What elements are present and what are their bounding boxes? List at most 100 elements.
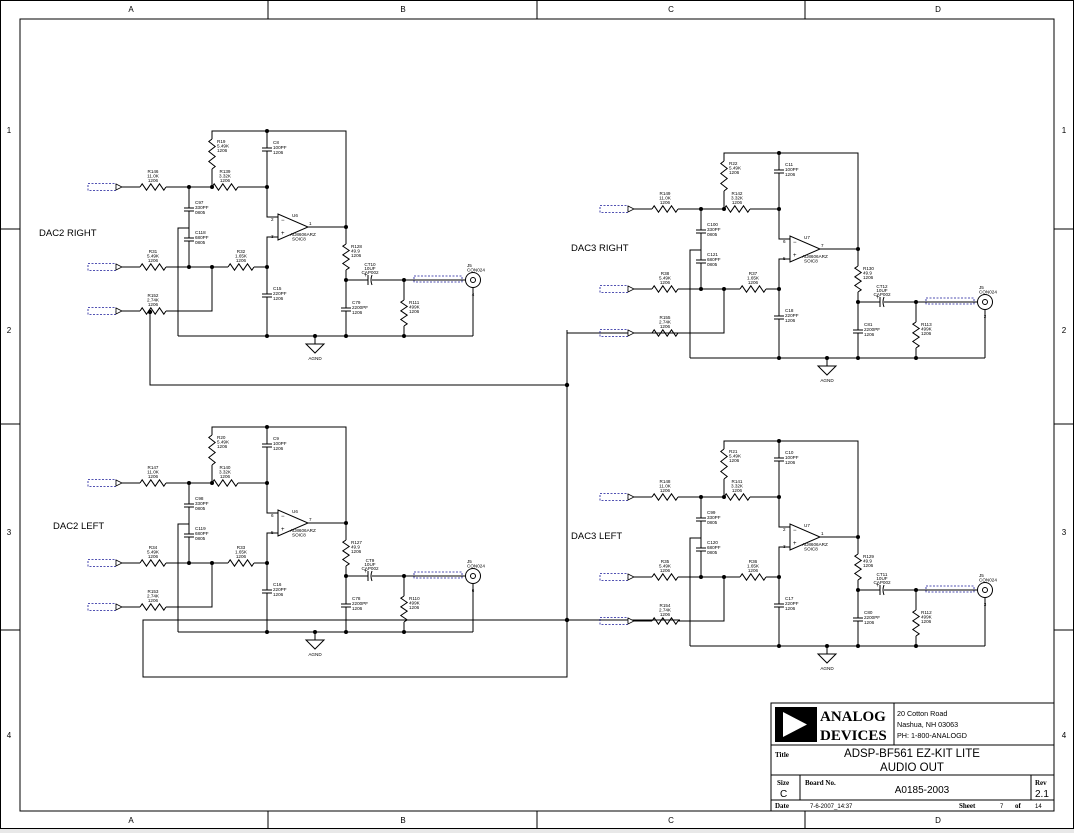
resistor-out-ref: R129: [863, 554, 874, 559]
audio-jack-part: CON024: [467, 564, 485, 569]
input-port-1: [599, 205, 629, 213]
capacitor-mid-1-package: 0805: [195, 506, 206, 511]
zone-col-c-top: C: [668, 5, 674, 14]
capacitor-output-ref: CT10: [364, 262, 376, 267]
resistor-feedback-package: 1206: [732, 200, 743, 205]
capacitor-load-ref: C78: [352, 596, 361, 601]
capacitor-mid-1-value: 330PF: [707, 227, 721, 232]
capacitor-mid-1-ref: C97: [195, 200, 204, 205]
capacitor-top-value: 100PF: [273, 145, 287, 150]
resistor-top-value: 5.49K: [217, 144, 230, 149]
opamp-plus: +: [793, 541, 797, 547]
resistor-load-package: 1206: [409, 605, 420, 610]
junction-dot: [777, 644, 781, 648]
resistor-top: [719, 160, 729, 192]
capacitor-load-package: 1206: [864, 332, 875, 337]
output-net-label: [413, 571, 463, 579]
capacitor-mid-1-value: 330PF: [195, 205, 209, 210]
junction-dot: [344, 630, 348, 634]
opamp-pin-pos: 3: [271, 234, 274, 239]
resistor-top-value: 5.49K: [217, 440, 230, 445]
junction-dot: [265, 425, 269, 429]
title-label: Title: [775, 751, 789, 759]
capacitor-mid-1-ref: C98: [195, 496, 204, 501]
opamp-minus: −: [793, 240, 797, 246]
resistor-feedback-value: 3.32K: [219, 174, 232, 179]
input-port-2-arrow-icon: [627, 573, 635, 581]
wire: [689, 521, 702, 646]
capacitor-mid-1-package: 0805: [707, 520, 718, 525]
resistor-feedback-value: 3.32K: [731, 196, 744, 201]
zone-row-3-right: 3: [1062, 528, 1067, 537]
capacitor-top-ref: C11: [785, 162, 794, 167]
opamp-pin-out: 7: [309, 517, 312, 522]
capacitor-output-package: CAP002: [361, 566, 379, 571]
title-line-1: ADSP-BF561 EZ-KIT LITE: [844, 748, 980, 760]
audio-jack-ref: J5: [979, 573, 984, 578]
resistor-top-package: 1206: [217, 444, 228, 449]
capacitor-output-plate-right: [370, 274, 373, 286]
junction-dot: [699, 495, 703, 499]
circuit-dac3-right: R14911.0K1206R1423.32K1206R225.49K1206C1…: [599, 151, 997, 383]
capacitor-ground-ref: C16: [273, 582, 282, 587]
wire: [166, 267, 213, 312]
opamp-ref: U7: [804, 235, 810, 240]
resistor-bias-package: 1206: [660, 612, 671, 617]
resistor-in-ref: R147: [148, 465, 159, 470]
resistor-bias-ref: R154: [660, 603, 671, 608]
resistor-in-package: 1206: [660, 200, 671, 205]
logo-text-devices: DEVICES: [820, 728, 887, 744]
section-dac3-right: DAC3 RIGHT: [571, 243, 629, 254]
resistor-in-2-ref: R34: [149, 545, 158, 550]
zone-row-2-right: 2: [1062, 326, 1067, 335]
resistor-bias-package: 1206: [148, 302, 159, 307]
address-line-3: PH: 1-800-ANALOGD: [897, 731, 967, 740]
junction-bias-left: [564, 617, 570, 623]
resistor-mid-value: 1.65K: [235, 254, 248, 259]
board-label: Board No.: [805, 779, 836, 787]
capacitor-mid-2-package: 0805: [707, 262, 718, 267]
capacitor-mid-2-ref: C121: [707, 252, 718, 257]
capacitor-output-plate-right: [882, 296, 885, 308]
opamp-pin-out: 7: [821, 243, 824, 248]
output-net-label: [413, 275, 463, 283]
resistor-out-value: 49.9: [863, 559, 872, 564]
junction-dot: [187, 185, 191, 189]
resistor-mid: [227, 558, 255, 568]
audio-jack-part: CON024: [979, 290, 997, 295]
bottom-strip: [0, 829, 1074, 833]
resistor-feedback-package: 1206: [220, 474, 231, 479]
opamp-package: SOIC8: [292, 533, 306, 538]
opamp-package: SOIC8: [804, 547, 818, 552]
capacitor-mid-2-package: 0805: [195, 240, 206, 245]
resistor-out-ref: R128: [351, 244, 362, 249]
bias-port: [599, 617, 629, 625]
junction-dot: [344, 334, 348, 338]
wire: [678, 289, 725, 334]
capacitor-load-value: 2200PF: [864, 327, 880, 332]
resistor-bias-package: 1206: [148, 598, 159, 603]
resistor-top-ref: R22: [729, 161, 738, 166]
capacitor-top-package: 1206: [785, 172, 796, 177]
capacitor-output-polarity: +: [364, 273, 368, 279]
capacitor-ground-ref: C18: [785, 308, 794, 313]
opamp-package: SOIC8: [804, 259, 818, 264]
junction-dot: [265, 630, 269, 634]
resistor-bias-package: 1206: [660, 324, 671, 329]
input-port-1: [87, 183, 117, 191]
rev-label: Rev: [1035, 779, 1047, 787]
capacitor-mid-2-ref: C120: [707, 540, 718, 545]
bias-port-arrow-icon: [115, 603, 123, 611]
resistor-feedback: [211, 182, 239, 192]
date-label: Date: [775, 802, 789, 810]
input-port-2-arrow-icon: [115, 263, 123, 271]
resistor-out: [341, 243, 351, 271]
opamp-triangle: [789, 523, 822, 551]
resistor-in-2-value: 5.49K: [659, 276, 672, 281]
resistor-top-ref: R19: [217, 139, 226, 144]
wire: [254, 236, 278, 268]
input-port-1-arrow-icon: [627, 205, 635, 213]
capacitor-top-package: 1206: [785, 460, 796, 465]
resistor-in-package: 1206: [148, 178, 159, 183]
opamp-pin-neg: 2: [783, 527, 786, 532]
